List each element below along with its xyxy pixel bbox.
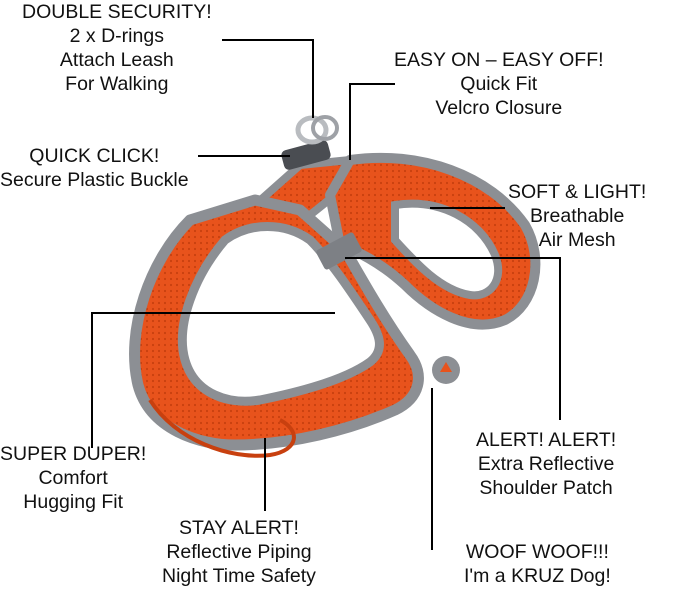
callout-title: DOUBLE SECURITY! <box>22 1 212 23</box>
callout-title: SOFT & LIGHT! <box>508 181 647 203</box>
dog-harness <box>129 115 541 458</box>
callout-text: Hugging Fit <box>23 491 123 513</box>
callout-text: Breathable <box>530 205 625 227</box>
callout-quick-click: QUICK CLICK! Secure Plastic Buckle <box>0 144 189 192</box>
callout-text: Velcro Closure <box>435 97 563 119</box>
callout-text: Quick Fit <box>460 73 538 95</box>
callout-lines <box>91 39 561 550</box>
callout-title: WOOF WOOF!!! <box>465 541 609 563</box>
callout-double-security: DOUBLE SECURITY! 2 x D-rings Attach Leas… <box>22 0 212 96</box>
callout-super-duper: SUPER DUPER! Comfort Hugging Fit <box>0 442 146 514</box>
callout-title: QUICK CLICK! <box>29 145 160 167</box>
callout-title: EASY ON – EASY OFF! <box>394 49 604 71</box>
callout-text: Shoulder Patch <box>479 477 613 499</box>
callout-text: Comfort <box>38 467 108 489</box>
callout-text: Secure Plastic Buckle <box>0 169 189 191</box>
callout-text: Attach Leash <box>59 49 174 71</box>
callout-text: Reflective Piping <box>166 541 312 563</box>
callout-text: I'm a KRUZ Dog! <box>464 565 611 587</box>
callout-text: Extra Reflective <box>477 453 615 475</box>
callout-woof: WOOF WOOF!!! I'm a KRUZ Dog! <box>464 540 611 588</box>
callout-title: STAY ALERT! <box>178 517 299 539</box>
callout-title: ALERT! ALERT! <box>476 429 617 451</box>
callout-text: 2 x D-rings <box>69 25 164 47</box>
callout-soft-light: SOFT & LIGHT! Breathable Air Mesh <box>508 180 646 252</box>
callout-easy-on: EASY ON – EASY OFF! Quick Fit Velcro Clo… <box>394 48 604 120</box>
callout-alert: ALERT! ALERT! Extra Reflective Shoulder … <box>476 428 616 500</box>
callout-text: Night Time Safety <box>162 565 316 587</box>
callout-text: For Walking <box>65 73 169 95</box>
callout-text: Air Mesh <box>538 229 616 251</box>
callout-title: SUPER DUPER! <box>0 443 147 465</box>
callout-stay-alert: STAY ALERT! Reflective Piping Night Time… <box>162 516 316 588</box>
